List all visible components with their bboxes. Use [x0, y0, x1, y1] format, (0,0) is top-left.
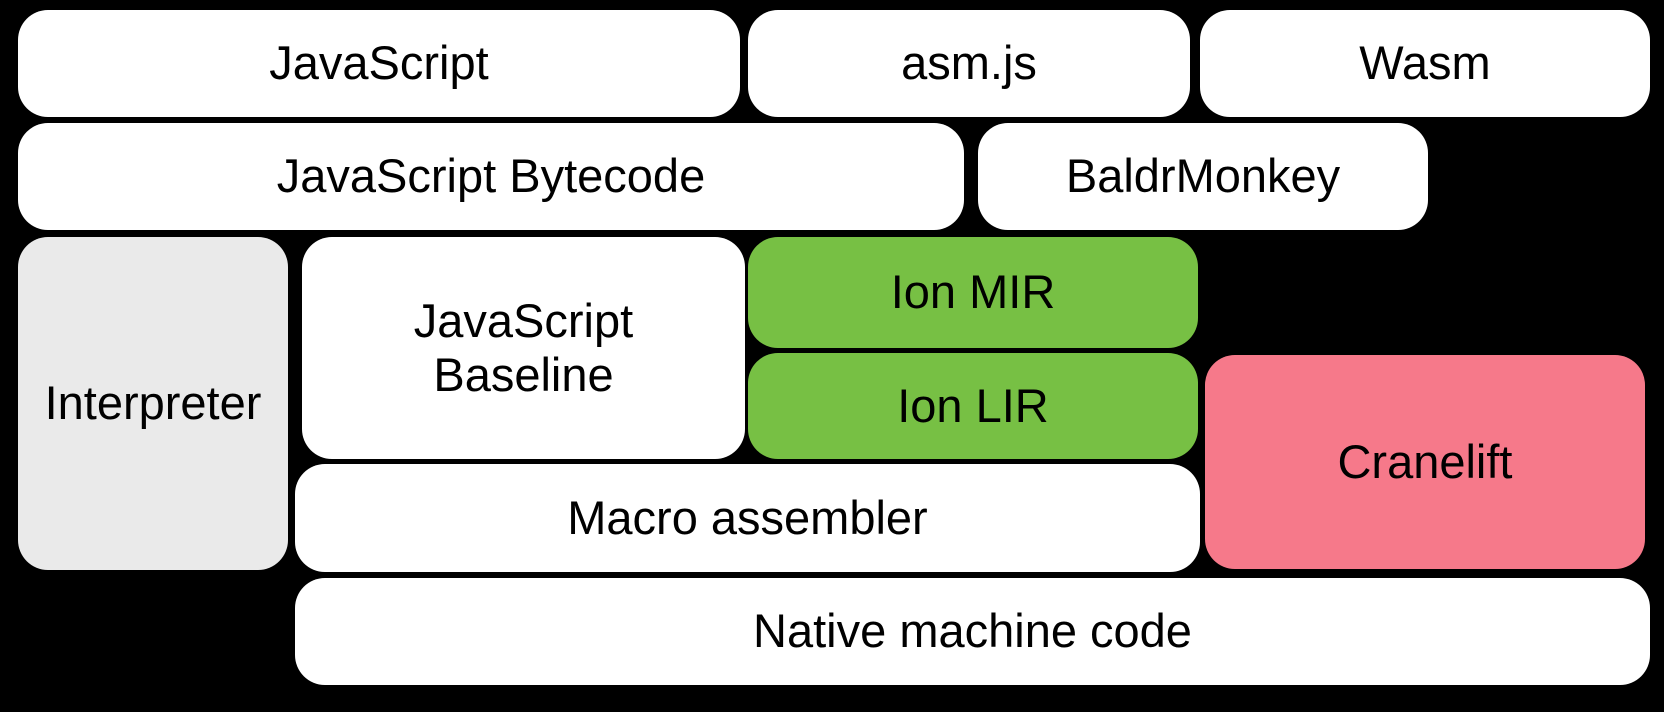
node-javascript-bytecode: JavaScript Bytecode [18, 123, 964, 230]
node-cranelift: Cranelift [1205, 355, 1645, 569]
node-baldrmonkey: BaldrMonkey [978, 123, 1428, 230]
node-macro-assembler: Macro assembler [295, 464, 1200, 572]
node-wasm: Wasm [1200, 10, 1650, 117]
node-native-machine-code: Native machine code [295, 578, 1650, 685]
node-native-machine-code-label: Native machine code [753, 604, 1192, 658]
node-ion-mir: Ion MIR [748, 237, 1198, 348]
node-wasm-label: Wasm [1359, 36, 1491, 90]
node-javascript-bytecode-label: JavaScript Bytecode [276, 149, 706, 203]
node-interpreter: Interpreter [18, 237, 288, 570]
node-asmjs-label: asm.js [901, 36, 1037, 90]
node-javascript-baseline-label-line2: Baseline [433, 348, 614, 401]
node-javascript-label: JavaScript [269, 36, 489, 90]
node-ion-mir-label: Ion MIR [890, 265, 1056, 319]
node-javascript-baseline-label-line1: JavaScript [413, 293, 634, 347]
node-javascript-baseline: JavaScript Baseline [302, 237, 745, 459]
node-baldrmonkey-label: BaldrMonkey [1065, 149, 1341, 203]
node-asmjs: asm.js [748, 10, 1190, 117]
node-ion-lir: Ion LIR [748, 353, 1198, 459]
node-macro-assembler-label: Macro assembler [567, 490, 928, 544]
node-cranelift-label: Cranelift [1337, 434, 1513, 488]
node-ion-lir-label: Ion LIR [897, 378, 1049, 432]
node-javascript: JavaScript [18, 10, 740, 117]
node-interpreter-label: Interpreter [44, 376, 262, 430]
